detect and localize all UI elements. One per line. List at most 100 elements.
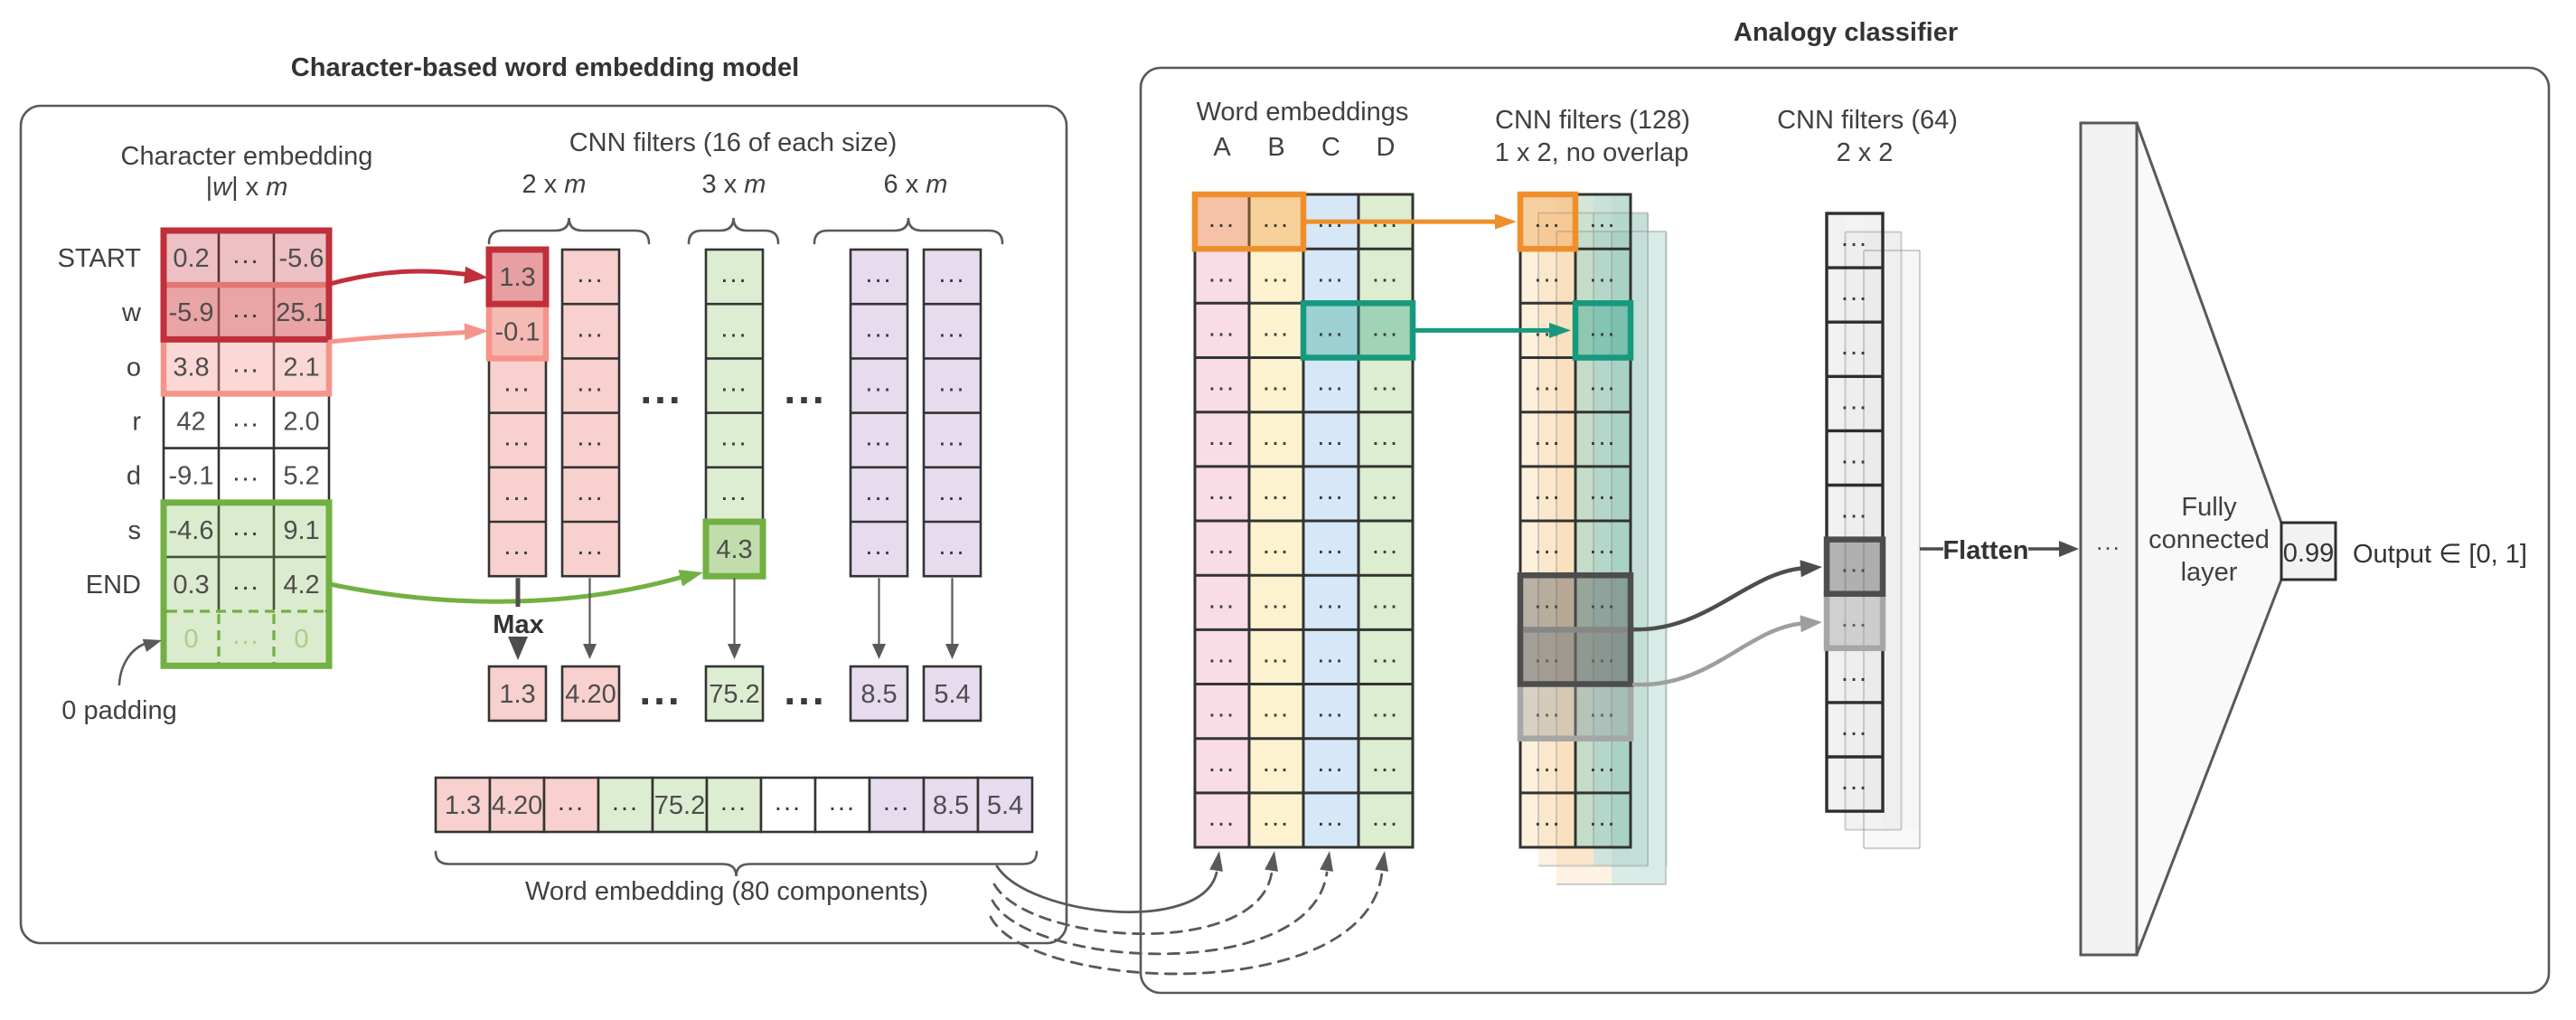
- svg-text:...: ...: [1208, 639, 1236, 668]
- svg-text:...: ...: [1208, 422, 1236, 451]
- svg-text:...: ...: [1841, 332, 1868, 361]
- svg-text:...: ...: [577, 314, 604, 343]
- svg-text:CNN filters (64): CNN filters (64): [1777, 106, 1958, 135]
- svg-text:...: ...: [577, 423, 604, 452]
- svg-text:A: A: [1213, 133, 1231, 162]
- svg-text:...: ...: [1317, 531, 1344, 560]
- svg-text:...: ...: [1372, 313, 1399, 342]
- svg-text:...: ...: [938, 260, 965, 288]
- svg-text:0 padding: 0 padding: [61, 696, 176, 725]
- svg-text:...: ...: [1317, 477, 1344, 505]
- svg-text:...: ...: [1317, 313, 1344, 342]
- svg-text:...: ...: [577, 477, 604, 506]
- svg-text:...: ...: [720, 314, 747, 343]
- svg-text:...: ...: [1589, 531, 1616, 560]
- svg-text:...: ...: [720, 423, 747, 452]
- svg-text:...: ...: [720, 369, 747, 398]
- svg-text:1 x 2, no overlap: 1 x 2, no overlap: [1495, 138, 1688, 167]
- svg-text:...: ...: [1208, 259, 1236, 288]
- svg-text:...: ...: [1263, 531, 1290, 560]
- svg-text:...: ...: [503, 369, 531, 398]
- svg-text:Word embedding (80 components): Word embedding (80 components): [525, 877, 928, 906]
- svg-text:...: ...: [232, 513, 259, 542]
- svg-text:...: ...: [865, 260, 892, 288]
- svg-text:6 x m: 6 x m: [884, 170, 948, 199]
- svg-text:Max: Max: [493, 610, 543, 639]
- svg-text:...: ...: [1317, 368, 1344, 397]
- svg-text:Character embedding: Character embedding: [121, 142, 373, 171]
- svg-text:...: ...: [1534, 803, 1561, 832]
- svg-text:...: ...: [1208, 477, 1236, 505]
- svg-text:...: ...: [1263, 749, 1290, 778]
- svg-text:...: ...: [784, 666, 826, 713]
- svg-text:B: B: [1267, 133, 1284, 162]
- svg-text:-9.1: -9.1: [169, 462, 214, 491]
- svg-text:...: ...: [2096, 528, 2121, 555]
- svg-text:...: ...: [1208, 585, 1236, 614]
- svg-text:Fully: Fully: [2181, 493, 2237, 522]
- svg-text:...: ...: [639, 666, 682, 713]
- svg-text:4.20: 4.20: [565, 680, 616, 709]
- svg-text:...: ...: [1841, 713, 1868, 741]
- svg-text:...: ...: [1534, 694, 1561, 723]
- svg-text:...: ...: [640, 365, 682, 412]
- svg-text:...: ...: [1372, 259, 1399, 288]
- svg-text:2 x m: 2 x m: [522, 170, 587, 199]
- svg-text:...: ...: [865, 314, 892, 343]
- svg-text:...: ...: [1589, 313, 1616, 342]
- svg-text:layer: layer: [2181, 558, 2238, 587]
- svg-text:...: ...: [577, 260, 604, 288]
- svg-text:...: ...: [1841, 223, 1868, 252]
- svg-text:...: ...: [1534, 368, 1561, 397]
- svg-text:4.2: 4.2: [283, 571, 319, 600]
- svg-text:25.1: 25.1: [276, 298, 326, 327]
- svg-text:...: ...: [232, 404, 259, 433]
- svg-text:3 x m: 3 x m: [702, 170, 766, 199]
- svg-text:...: ...: [232, 458, 259, 487]
- svg-text:-4.6: -4.6: [169, 516, 214, 545]
- svg-text:Output ∈ [0, 1]: Output ∈ [0, 1]: [2353, 540, 2527, 569]
- svg-text:0: 0: [294, 625, 308, 654]
- svg-text:...: ...: [558, 788, 585, 817]
- svg-text:...: ...: [1589, 204, 1616, 233]
- svg-text:-0.1: -0.1: [495, 317, 541, 346]
- svg-text:...: ...: [1534, 422, 1561, 451]
- svg-text:42: 42: [176, 408, 205, 437]
- svg-text:...: ...: [829, 788, 856, 817]
- svg-text:2.1: 2.1: [283, 353, 319, 382]
- svg-text:CNN filters (128): CNN filters (128): [1495, 106, 1690, 135]
- svg-text:1.3: 1.3: [445, 791, 481, 820]
- svg-text:...: ...: [1372, 477, 1399, 505]
- svg-text:...: ...: [1263, 422, 1290, 451]
- svg-text:8.5: 8.5: [860, 680, 897, 709]
- svg-text:...: ...: [1208, 204, 1236, 233]
- svg-text:Analogy classifier: Analogy classifier: [1734, 18, 1958, 47]
- svg-text:...: ...: [1372, 639, 1399, 668]
- svg-text:75.2: 75.2: [654, 791, 705, 820]
- svg-text:...: ...: [503, 423, 531, 452]
- svg-text:...: ...: [1263, 639, 1290, 668]
- svg-text:...: ...: [503, 532, 531, 561]
- svg-text:...: ...: [938, 532, 965, 561]
- svg-text:d: d: [127, 462, 141, 491]
- svg-text:...: ...: [1372, 422, 1399, 451]
- svg-text:...: ...: [720, 477, 747, 506]
- svg-text:...: ...: [1589, 368, 1616, 397]
- svg-text:...: ...: [1841, 550, 1868, 579]
- svg-text:2 x 2: 2 x 2: [1837, 138, 1894, 167]
- svg-text:...: ...: [1534, 204, 1561, 233]
- svg-text:...: ...: [1317, 259, 1344, 288]
- svg-text:...: ...: [938, 369, 965, 398]
- svg-text:0: 0: [183, 625, 198, 654]
- svg-text:...: ...: [1534, 749, 1561, 778]
- svg-text:...: ...: [1317, 585, 1344, 614]
- svg-text:Flatten: Flatten: [1942, 536, 2028, 565]
- svg-text:4.20: 4.20: [492, 791, 542, 820]
- svg-text:...: ...: [1589, 749, 1616, 778]
- svg-text:w: w: [121, 298, 142, 327]
- svg-text:1.3: 1.3: [499, 680, 535, 709]
- svg-text:...: ...: [784, 365, 826, 412]
- svg-text:...: ...: [1589, 803, 1616, 832]
- svg-text:...: ...: [232, 349, 259, 378]
- svg-text:...: ...: [577, 369, 604, 398]
